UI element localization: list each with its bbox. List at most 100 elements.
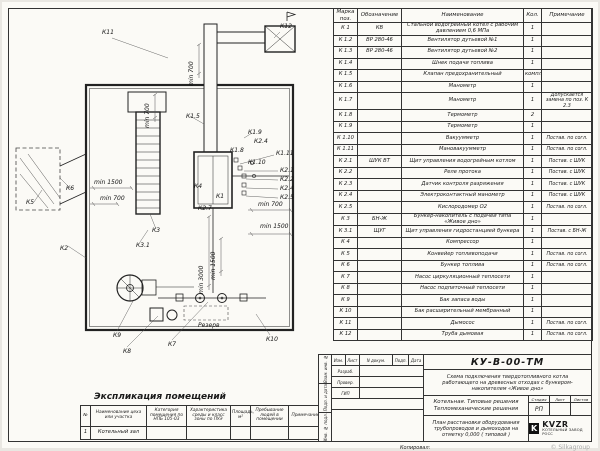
- spec-row: К 2.4 Электроконтактный манометр 1 Поста…: [333, 189, 593, 203]
- tb-col-podp: Подп.: [393, 355, 410, 365]
- leader-lines: [33, 31, 281, 348]
- spec-cell-qty: 1: [523, 80, 542, 94]
- spec-cell-name: Конвейер топливоподачи: [401, 248, 524, 261]
- callout-k2-4-b: К2.4: [280, 185, 294, 192]
- spec-cell-name: Компрессор: [401, 236, 524, 250]
- spec-row: К 5 Конвейер топливоподачи 1 Постав. по …: [333, 248, 593, 261]
- stage-grid: Стадия Лист Листов РП: [529, 396, 591, 415]
- spec-cell-mark: К 9: [333, 294, 358, 307]
- title-block: Изм. Лист N докум. Подп. Дата Разраб. Пр…: [331, 354, 592, 442]
- spec-cell-mark: К 1.5: [333, 69, 358, 82]
- explication-row: 1 Котельный зал: [80, 426, 323, 440]
- spec-header-qty: Кол.: [523, 8, 542, 23]
- spec-cell-mark: К 1.7: [333, 92, 358, 111]
- side-label-3: Инв. № подл.: [323, 413, 328, 441]
- spec-cell-qty: 1: [523, 305, 542, 319]
- spec-row: К 11 Дымосос 1 Постав. по согл.: [333, 317, 593, 330]
- spec-cell-designation: [357, 69, 402, 82]
- spec-cell-mark: К 1.9: [333, 120, 358, 134]
- spec-cell-mark: К 5: [333, 248, 358, 261]
- object-name: Котельная. Типовые решения Тепломеханиче…: [424, 396, 529, 415]
- spec-cell-mark: К 3: [333, 212, 358, 227]
- spec-row: К 4 Компрессор 1: [333, 236, 593, 250]
- chimney: [264, 25, 296, 53]
- spec-cell-note: [541, 69, 593, 82]
- expl-h-env: Характеристика среды и класс зоны по ПУЭ: [186, 405, 231, 427]
- spec-cell-qty: 1: [523, 328, 542, 342]
- spec-cell-name: Бункер топлива: [401, 259, 524, 273]
- spec-cell-qty: 1: [523, 317, 542, 330]
- spec-cell-mark: К 10: [333, 305, 358, 319]
- spec-row: К 1.9 Термометр 1: [333, 120, 593, 134]
- callout-k2: К2: [60, 245, 69, 252]
- object-line-2: Тепломеханические решения: [433, 405, 519, 412]
- callout-k8: К8: [123, 348, 132, 355]
- callout-k2-7: К2.7: [198, 205, 212, 212]
- spec-cell-note: [541, 282, 593, 296]
- spec-cell-designation: [357, 132, 402, 145]
- spec-cell-designation: [357, 143, 402, 157]
- spec-row: К 1.11 Мановакуумметр 1 Постав. по согл.: [333, 143, 593, 157]
- spec-cell-mark: К 1.3: [333, 46, 358, 59]
- spec-row: К 3.1 ЩУГ Щит управления гидростанцией б…: [333, 225, 593, 238]
- tb-role-row-1: Разраб.: [332, 366, 423, 377]
- dim-min3000: min 3000: [198, 265, 205, 295]
- fuel-bin: [15, 147, 61, 211]
- spec-cell-note: Постав. с ШУК: [541, 189, 593, 203]
- expl-cell-category: [146, 426, 187, 440]
- side-label-1: Взам. инв. №: [323, 355, 328, 383]
- spec-cell-designation: ВР 280-46: [357, 34, 402, 48]
- room-outline: [84, 83, 295, 332]
- callout-k1-9: К1.9: [248, 129, 262, 136]
- spec-cell-note: [541, 271, 593, 284]
- expl-cell-num: 1: [80, 426, 91, 440]
- spec-cell-qty: 1: [523, 46, 542, 59]
- explication-header-row: № Наименование цеха или участка Категори…: [80, 405, 323, 427]
- spec-cell-name: Термометр: [401, 109, 524, 122]
- water-tank: [149, 307, 164, 322]
- doc-number: КУ-В-00-ТМ: [424, 355, 591, 370]
- expl-h-category: Категория помещения по НПБ 105-03: [146, 405, 187, 427]
- spec-row: К 6 Бункер топлива 1 Постав. по согл.: [333, 259, 593, 273]
- spec-cell-qty: 1: [523, 271, 542, 284]
- spec-cell-name: Клапан предохранительный: [401, 69, 524, 82]
- spec-cell-name: Манометр: [401, 92, 524, 111]
- spec-cell-mark: К 12: [333, 328, 358, 342]
- spec-row: К 2.1 ШУК ВТ Щит управления водогрейным …: [333, 155, 593, 168]
- sheets-value: [571, 403, 591, 415]
- spec-cell-mark: К 1.10: [333, 132, 358, 145]
- callout-k9: К9: [113, 332, 122, 339]
- sheet-header: Лист: [550, 396, 571, 402]
- side-label-2: Подп. и дата: [323, 384, 328, 412]
- tb-empty-row-2: [332, 410, 423, 441]
- spec-cell-mark: К 6: [333, 259, 358, 273]
- spec-cell-name: Вакуумметр: [401, 132, 524, 145]
- spec-cell-qty: 1: [523, 236, 542, 250]
- spec-cell-name: Мановакуумметр: [401, 143, 524, 157]
- spec-cell-name: Шнек подачи топлива: [401, 57, 524, 71]
- logo-name: KVZR: [542, 419, 569, 429]
- spec-cell-name: Электроконтактный манометр: [401, 189, 524, 203]
- spec-cell-note: [541, 212, 593, 227]
- spec-row: К 3 БН-Ж Бункер-накопитель с подачей тип…: [333, 212, 593, 227]
- spec-cell-note: [541, 80, 593, 94]
- side-cell-1: Взам. инв. №: [319, 355, 332, 384]
- callout-k2-4-a: К2.4: [254, 138, 268, 145]
- spec-row: К 1.5 Клапан предохранительный компл.: [333, 69, 593, 82]
- spec-cell-note: Постав. по согл.: [541, 201, 593, 214]
- spec-cell-mark: К 1: [333, 22, 358, 36]
- spec-cell-note: [541, 57, 593, 71]
- spec-cell-name: Вентилятор дутьевой №2: [401, 46, 524, 59]
- spec-cell-name: Кислородомер О2: [401, 201, 524, 214]
- spec-cell-designation: [357, 57, 402, 71]
- tb-col-doc: N докум.: [360, 355, 394, 365]
- title-block-signatures: Изм. Лист N докум. Подп. Дата Разраб. Пр…: [332, 355, 424, 441]
- spec-cell-mark: К 2.1: [333, 155, 358, 168]
- spec-cell-note: Постав. с ШУК: [541, 178, 593, 191]
- spec-cell-qty: 1: [523, 212, 542, 227]
- expl-cell-people: [250, 426, 289, 440]
- spec-cell-note: [541, 236, 593, 250]
- spec-cell-qty: 1: [523, 201, 542, 214]
- spec-cell-qty: 1: [523, 34, 542, 48]
